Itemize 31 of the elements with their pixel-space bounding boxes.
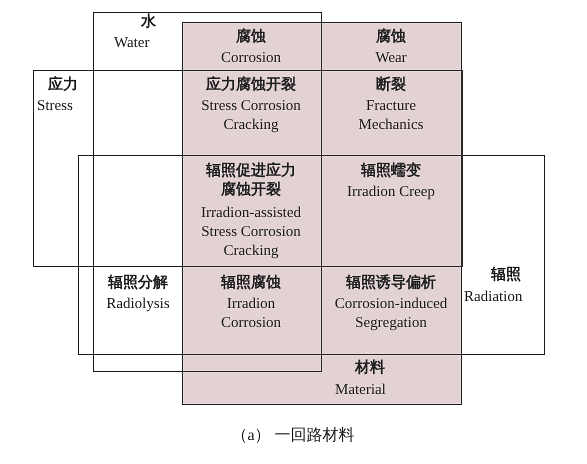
region-label: Irradion Corrosion bbox=[220, 295, 282, 333]
region-label: Irradion Creep bbox=[346, 183, 436, 202]
region-label: Fracture Mechanics bbox=[358, 97, 424, 135]
region-label-chinese: 应力腐蚀开裂 bbox=[204, 76, 297, 95]
region-heading: Stress bbox=[37, 97, 73, 116]
region-label-chinese: 辐照腐蚀 bbox=[220, 274, 282, 293]
region-heading: 辐照 bbox=[491, 266, 521, 285]
region-outline bbox=[78, 155, 545, 355]
region-label-chinese: 腐蚀 bbox=[235, 28, 267, 47]
region-label-chinese: 断裂 bbox=[375, 76, 407, 95]
region-label-chinese: 辐照诱导偏析 bbox=[344, 274, 437, 293]
region-label-chinese: 辐照分解 bbox=[106, 274, 169, 293]
region-heading: Water bbox=[114, 34, 150, 53]
region-label-chinese: 辐照蠕变 bbox=[360, 162, 422, 181]
region-heading: Material bbox=[335, 381, 386, 400]
region-label: Irradion-assisted Stress Corrosion Cracking bbox=[200, 204, 302, 261]
shaded-region bbox=[182, 22, 462, 405]
region-label: Corrosion-induced Segregation bbox=[334, 295, 448, 333]
region-outline bbox=[33, 70, 463, 267]
region-outline bbox=[93, 12, 322, 372]
region-label: Wear bbox=[374, 49, 408, 68]
caption: （a） 一回路材料 bbox=[230, 426, 356, 445]
region-label: Corrosion bbox=[220, 49, 282, 68]
region-heading: 材料 bbox=[355, 359, 385, 378]
region-heading: 应力 bbox=[48, 76, 78, 95]
region-label: Radiolysis bbox=[105, 295, 171, 314]
region-label: Stress Corrosion Cracking bbox=[200, 97, 302, 135]
region-heading: Radiation bbox=[464, 288, 522, 307]
region-label-chinese: 辐照促进应力腐蚀开裂 bbox=[204, 162, 297, 200]
region-heading: 水 bbox=[141, 13, 156, 32]
region-label-chinese: 腐蚀 bbox=[375, 28, 407, 47]
